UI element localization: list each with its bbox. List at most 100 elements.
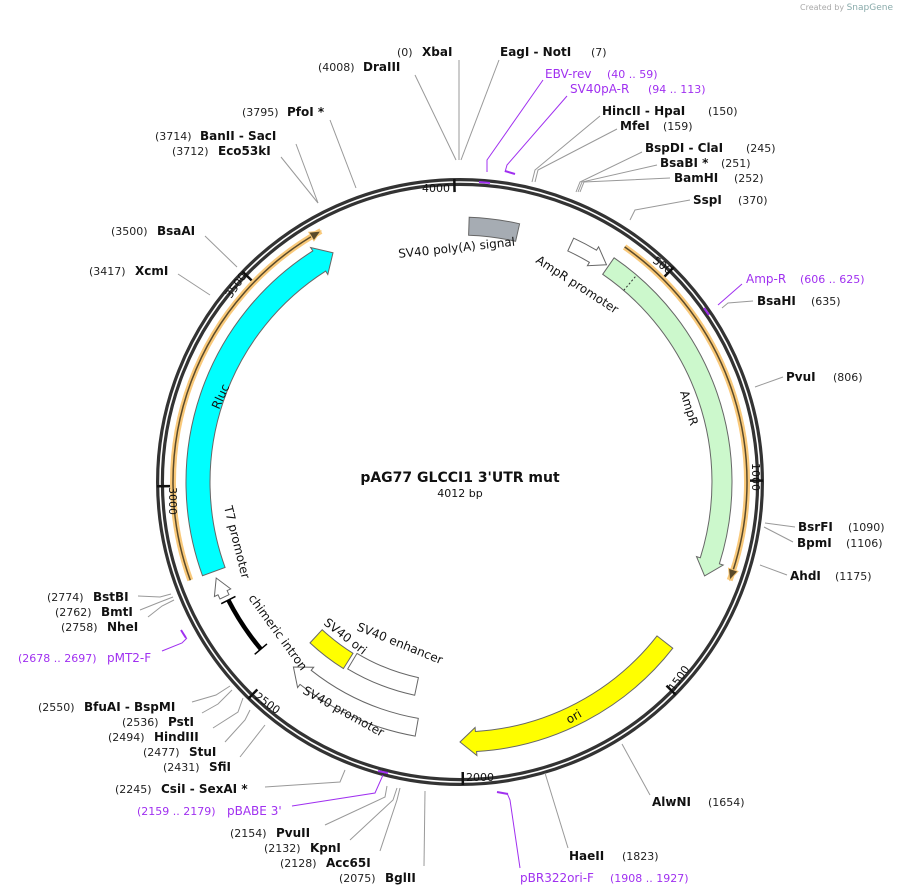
enzyme-leader-line (460, 59, 500, 161)
tick-label: 2000 (466, 771, 494, 784)
enzyme-leader-line (763, 526, 794, 543)
enzyme-site[interactable]: (3712)Eco53kI (172, 144, 271, 158)
enzyme-site[interactable]: SspI(370) (693, 193, 768, 207)
ampr-arrow[interactable] (602, 257, 733, 577)
enzyme-position: (2245) (115, 783, 152, 796)
enzyme-site[interactable]: (3500)BsaAI (111, 224, 195, 238)
primer-site[interactable]: SV40pA-R(94 .. 113) (570, 82, 706, 96)
intron-bar (226, 598, 263, 651)
enzyme-site[interactable]: (2758)NheI (61, 620, 138, 634)
primer-site[interactable]: pBR322ori-F(1908 .. 1927) (520, 871, 689, 885)
enzyme-leader-line (579, 177, 671, 193)
sv40-polya-box[interactable] (468, 216, 521, 242)
feature-label-ampr-promoter: AmpR promoter (533, 253, 621, 317)
enzyme-name: BspDI - ClaI (645, 141, 723, 155)
primer-name: EBV-rev (545, 67, 591, 81)
intron-end-tick (220, 595, 236, 605)
primer-binding-mark[interactable] (180, 629, 187, 639)
enzyme-leader-line (629, 199, 691, 221)
enzyme-leader-line (212, 697, 244, 729)
sv40-enhancer-box[interactable] (347, 652, 419, 696)
enzyme-leader-line (204, 235, 238, 268)
enzyme-site[interactable]: HaeII(1823) (569, 849, 659, 863)
primer-leader-line (506, 792, 521, 869)
enzyme-site[interactable]: (3714)BanII - SacI (155, 129, 276, 143)
chimeric-intron-line[interactable] (220, 595, 268, 655)
enzyme-name: PvuII (276, 826, 310, 840)
enzyme-name: CsiI - SexAI * (161, 782, 248, 796)
enzyme-site[interactable]: (2245) CsiI - SexAI * (115, 782, 248, 796)
sv40-promoter-arrow[interactable] (292, 666, 419, 737)
primer-binding-mark[interactable] (703, 307, 710, 316)
enzyme-site[interactable]: (4008)DraIII (318, 60, 400, 74)
enzyme-site[interactable]: PvuI (806) (786, 370, 863, 384)
enzyme-name: XcmI (135, 264, 168, 278)
enzyme-site[interactable]: (2762)BmtI (55, 605, 133, 619)
credit-prefix: Created by (800, 3, 845, 12)
primer-site[interactable]: EBV-rev(40 .. 59) (545, 67, 658, 81)
enzyme-site[interactable]: (2494)HindIII (108, 730, 199, 744)
sv40-ori-box[interactable] (309, 628, 354, 670)
enzyme-site[interactable]: AlwNI(1654) (652, 795, 745, 809)
tick-label: 3000 (166, 487, 179, 515)
enzyme-site[interactable]: BsaHI(635) (757, 294, 841, 308)
enzyme-site[interactable]: EagI - NotI(7) (500, 45, 607, 59)
enzyme-site[interactable]: (2550)BfuAI - BspMI (38, 700, 175, 714)
enzyme-site[interactable]: BpmI(1106) (797, 536, 883, 550)
enzyme-leader-line (759, 564, 788, 576)
primer-binding-mark[interactable] (478, 181, 491, 184)
primer-leader-line (504, 95, 568, 173)
enzyme-site[interactable]: (2132)KpnI (264, 841, 341, 855)
primer-binding-mark[interactable] (504, 170, 516, 175)
enzyme-site[interactable]: AhdI(1175) (790, 569, 872, 583)
enzyme-position: (251) (721, 157, 751, 170)
enzyme-position: (806) (833, 371, 863, 384)
primer-binding-mark[interactable] (496, 791, 509, 795)
enzyme-name: DraIII (363, 60, 400, 74)
feature-label-ori: ori (564, 707, 585, 727)
enzyme-site[interactable]: (2536)PstI (122, 715, 194, 729)
enzyme-leader-line (224, 709, 251, 743)
enzyme-position: (3712) (172, 145, 209, 158)
primer-site[interactable]: Amp-R(606 .. 625) (746, 272, 865, 286)
enzyme-name: StuI (189, 745, 216, 759)
primer-name: SV40pA-R (570, 82, 629, 96)
enzyme-site[interactable]: (2774)BstBI (47, 590, 129, 604)
enzyme-site[interactable]: (2128)Acc65I (280, 856, 371, 870)
primer-site[interactable]: (2159 .. 2179)pBABE 3' (137, 804, 282, 818)
enzyme-site[interactable]: BsrFI(1090) (798, 520, 885, 534)
ampr-signal-divider (623, 274, 637, 291)
plasmid-length: 4012 bp (437, 487, 482, 500)
enzyme-site[interactable]: MfeI(159) (620, 119, 693, 133)
enzyme-name: AhdI (790, 569, 821, 583)
enzyme-site[interactable]: HincII - HpaI(150) (602, 104, 738, 118)
rluc-arrow[interactable] (185, 246, 334, 577)
t7-promoter-arrow[interactable] (213, 577, 232, 600)
rluc-orf[interactable] (170, 228, 323, 582)
enzyme-position: (2762) (55, 606, 92, 619)
enzyme-site[interactable]: (2075)BglII (339, 871, 416, 885)
enzyme-leader-line (201, 689, 233, 714)
ampr-promoter-arrow[interactable] (567, 237, 608, 267)
enzyme-site[interactable]: BspDI - ClaI(245) (645, 141, 776, 155)
enzyme-site[interactable]: (3795)PfoI * (242, 105, 325, 119)
primer-binding-mark[interactable] (377, 770, 389, 774)
tick-mark (247, 688, 259, 700)
enzyme-site[interactable]: (2431)SfiI (163, 760, 231, 774)
enzyme-site[interactable]: (0)XbaI (397, 45, 452, 59)
ori-arrow[interactable] (459, 635, 674, 757)
primer-site[interactable]: (2678 .. 2697)pMT2-F (18, 651, 151, 665)
enzyme-site[interactable]: (2477)StuI (143, 745, 216, 759)
enzyme-site[interactable]: (2154)PvuII (230, 826, 310, 840)
ampr-orf[interactable] (622, 244, 751, 582)
enzyme-site[interactable]: BamHI(252) (674, 171, 764, 185)
enzyme-leader-line (177, 273, 211, 296)
enzyme-position: (370) (738, 194, 768, 207)
enzyme-site[interactable]: BsaBI *(251) (660, 156, 751, 170)
enzyme-leader-line (295, 143, 319, 204)
enzyme-name: BsaAI (157, 224, 195, 238)
enzyme-leader-line (414, 74, 457, 161)
enzyme-name: PvuI (786, 370, 816, 384)
enzyme-site[interactable]: (3417)XcmI (89, 264, 168, 278)
